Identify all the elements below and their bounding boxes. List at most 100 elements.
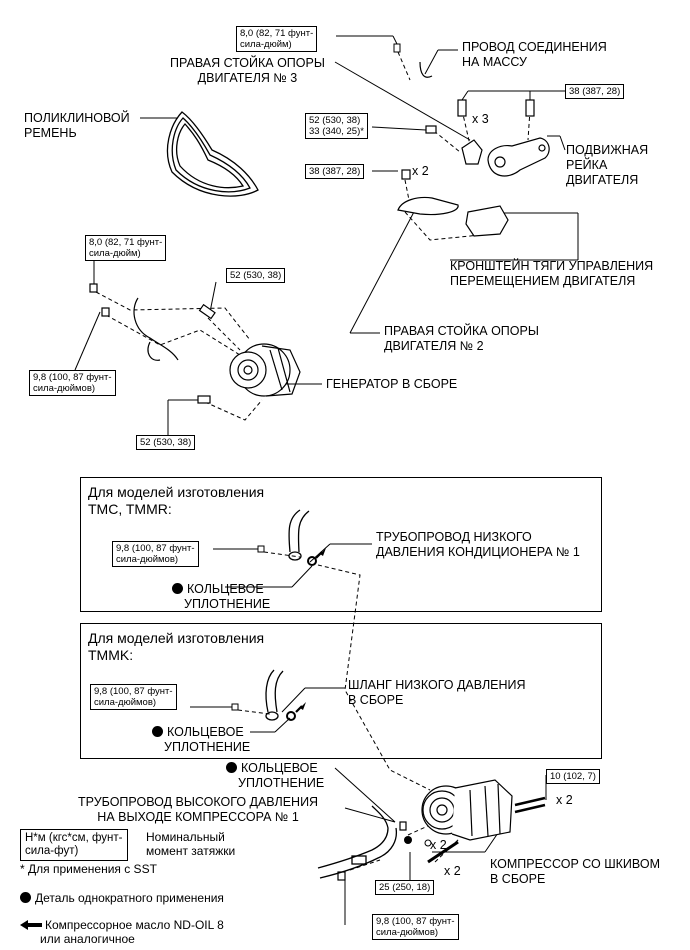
torque-line: 9,8 (100, 87 фунт- (116, 543, 195, 554)
torque-line: 52 (530, 38) (140, 437, 192, 448)
label-line: В СБОРЕ (348, 693, 404, 707)
label-line: ПОДВИЖНАЯ (566, 143, 649, 157)
multiplier-x2-comp-nut: x 2 (430, 838, 447, 852)
torque-52-generator-top: 52 (530, 38) (226, 268, 286, 283)
torque-line: сила-дюймов) (376, 927, 439, 938)
torque-38-mount2: 38 (387, 28) (305, 164, 365, 179)
frame-title-line: Для моделей изготовления (88, 630, 265, 646)
label-line: КРОНШТЕЙН ТЯГИ УПРАВЛЕНИЯ (450, 259, 654, 273)
label-line: РЕЙКА (566, 158, 608, 172)
label-line: ПЕРЕМЕЩЕНИЕМ ДВИГАТЕЛЯ (450, 274, 636, 288)
label-low-hose: ШЛАНГ НИЗКОГО ДАВЛЕНИЯ В СБОРЕ (348, 678, 526, 708)
label-line: ДВИГАТЕЛЯ (566, 173, 639, 187)
multiplier-x2-top: x 2 (412, 164, 429, 178)
single-use-dot-icon (172, 583, 183, 594)
torque-line: сила-дюймов) (94, 697, 157, 708)
torque-52-33-mount: 52 (530, 38) 33 (340, 25)* (305, 113, 368, 139)
torque-line: 9,8 (100, 87 фунт- (376, 916, 455, 927)
label-line: УПЛОТНЕНИЕ (184, 597, 271, 611)
label-line: ШЛАНГ НИЗКОГО ДАВЛЕНИЯ (348, 678, 526, 692)
label-generator: ГЕНЕРАТОР В СБОРЕ (326, 377, 458, 391)
torque-line: 8,0 (82, 71 фунт- (240, 28, 314, 39)
legend-sst-note: * Для применения с SST (20, 862, 157, 876)
torque-line: 9,8 (100, 87 фунт- (33, 372, 112, 383)
torque-9-8-tmc: 9,8 (100, 87 фунт- сила-дюймов) (112, 541, 199, 567)
frame-title-line: TMMK: (88, 647, 134, 663)
torque-line: 38 (387, 28) (309, 166, 361, 177)
torque-10: 10 (102, 7) (546, 769, 600, 784)
single-use-dot-icon (152, 726, 163, 737)
legend-unit-box: Н*м (кгс*см, фунт- сила-фут) (20, 829, 128, 861)
label-mount-3: ПРАВАЯ СТОЙКА ОПОРЫ ДВИГАТЕЛЯ № 3 (170, 56, 325, 86)
torque-line: сила-дюймов) (116, 554, 179, 565)
label-line: ПРОВОД СОЕДИНЕНИЯ (462, 40, 607, 54)
torque-line: 52 (530, 38) (230, 270, 282, 281)
label-line: ДВИГАТЕЛЯ № 3 (197, 71, 298, 85)
label-bracket: КРОНШТЕЙН ТЯГИ УПРАВЛЕНИЯ ПЕРЕМЕЩЕНИЕМ Д… (450, 259, 653, 289)
torque-line: сила-дюймов) (33, 383, 96, 394)
legend-unit-description: Номинальный момент затяжки (146, 830, 235, 858)
multiplier-x2-comp-stud: x 2 (444, 864, 461, 878)
torque-38-rod: 38 (387, 28) (565, 84, 625, 99)
label-low-pipe: ТРУБОПРОВОД НИЗКОГО ДАВЛЕНИЯ КОНДИЦИОНЕР… (376, 530, 580, 560)
label-line: ДАВЛЕНИЯ КОНДИЦИОНЕРА № 1 (376, 545, 580, 559)
label-compressor: КОМПРЕССОР СО ШКИВОМ В СБОРЕ (490, 857, 660, 887)
single-use-dot-icon (20, 892, 31, 903)
torque-9-8-compressor: 9,8 (100, 87 фунт- сила-дюймов) (372, 914, 459, 940)
label-oring-tmc: КОЛЬЦЕВОЕ УПЛОТНЕНИЕ (172, 582, 270, 612)
label-ground-wire: ПРОВОД СОЕДИНЕНИЯ НА МАССУ (462, 40, 607, 70)
label-torque-rod: ПОДВИЖНАЯ РЕЙКА ДВИГАТЕЛЯ (566, 143, 648, 188)
torque-25: 25 (250, 18) (375, 880, 435, 895)
torque-9-8-tmmk: 9,8 (100, 87 фунт- сила-дюймов) (90, 684, 177, 710)
label-line: КОЛЬЦЕВОЕ (187, 582, 264, 596)
frame-title-line: TMC, TMMR: (88, 501, 172, 517)
torque-line: сила-дюйм) (240, 39, 292, 50)
torque-line: сила-дюйм) (89, 248, 141, 259)
legend-oil: Компрессорное масло ND-OIL 8 или аналоги… (20, 918, 224, 946)
frame-title-line: Для моделей изготовления (88, 484, 265, 500)
label-line: ПРАВАЯ СТОЙКА ОПОРЫ (384, 324, 539, 338)
label-line: ПОЛИКЛИНОВОЙ (24, 111, 130, 125)
label-belt: ПОЛИКЛИНОВОЙ РЕМЕНЬ (24, 111, 130, 141)
label-line: УПЛОТНЕНИЕ (164, 740, 251, 754)
torque-52-generator-bottom: 52 (530, 38) (136, 435, 196, 450)
label-line: ТРУБОПРОВОД НИЗКОГО (376, 530, 532, 544)
label-line: В СБОРЕ (490, 872, 546, 886)
legend-line: Н*м (кгс*см, фунт- (25, 832, 123, 844)
frame-tmc-tmmr (80, 477, 602, 612)
multiplier-x2-comp-bolt: x 2 (556, 793, 573, 807)
label-line: УПЛОТНЕНИЕ (238, 776, 325, 790)
legend-line: Компрессорное масло ND-OIL 8 (45, 918, 224, 932)
legend-single-use: Деталь однократного применения (20, 891, 224, 905)
label-high-pipe: ТРУБОПРОВОД ВЫСОКОГО ДАВЛЕНИЯ НА ВЫХОДЕ … (78, 795, 318, 825)
torque-8-0-generator: 8,0 (82, 71 фунт- сила-дюйм) (85, 235, 167, 261)
legend-line: момент затяжки (146, 844, 236, 858)
label-line: ПРАВАЯ СТОЙКА ОПОРЫ (170, 56, 325, 70)
torque-9-8-generator: 9,8 (100, 87 фунт- сила-дюймов) (29, 370, 116, 396)
legend-line: сила-фут) (25, 845, 79, 857)
torque-line: 33 (340, 25)* (309, 126, 364, 137)
label-line: НА ВЫХОДЕ КОМПРЕССОРА № 1 (97, 810, 299, 824)
frame-tmmk (80, 623, 602, 759)
legend-line: Деталь однократного применения (35, 891, 224, 905)
label-line: ТРУБОПРОВОД ВЫСОКОГО ДАВЛЕНИЯ (78, 795, 319, 809)
label-mount-2: ПРАВАЯ СТОЙКА ОПОРЫ ДВИГАТЕЛЯ № 2 (384, 324, 539, 354)
torque-line: 38 (387, 28) (569, 86, 621, 97)
frame-tmc-title: Для моделей изготовления TMC, TMMR: (88, 484, 264, 518)
label-line: РЕМЕНЬ (24, 126, 77, 140)
torque-line: 52 (530, 38) (309, 115, 361, 126)
torque-line: 10 (102, 7) (550, 771, 596, 782)
torque-line: 25 (250, 18) (379, 882, 431, 893)
label-oring-compressor: КОЛЬЦЕВОЕ УПЛОТНЕНИЕ (226, 761, 324, 791)
label-line: ДВИГАТЕЛЯ № 2 (384, 339, 484, 353)
legend-line: Номинальный (146, 830, 225, 844)
single-use-dot-icon (226, 762, 237, 773)
torque-line: 9,8 (100, 87 фунт- (94, 686, 173, 697)
torque-line: 8,0 (82, 71 фунт- (89, 237, 163, 248)
oil-arrow-icon (20, 920, 42, 930)
label-line: КОЛЬЦЕВОЕ (241, 761, 318, 775)
multiplier-x3: x 3 (472, 112, 489, 126)
frame-tmmk-title: Для моделей изготовления TMMK: (88, 630, 264, 664)
label-line: НА МАССУ (462, 55, 527, 69)
